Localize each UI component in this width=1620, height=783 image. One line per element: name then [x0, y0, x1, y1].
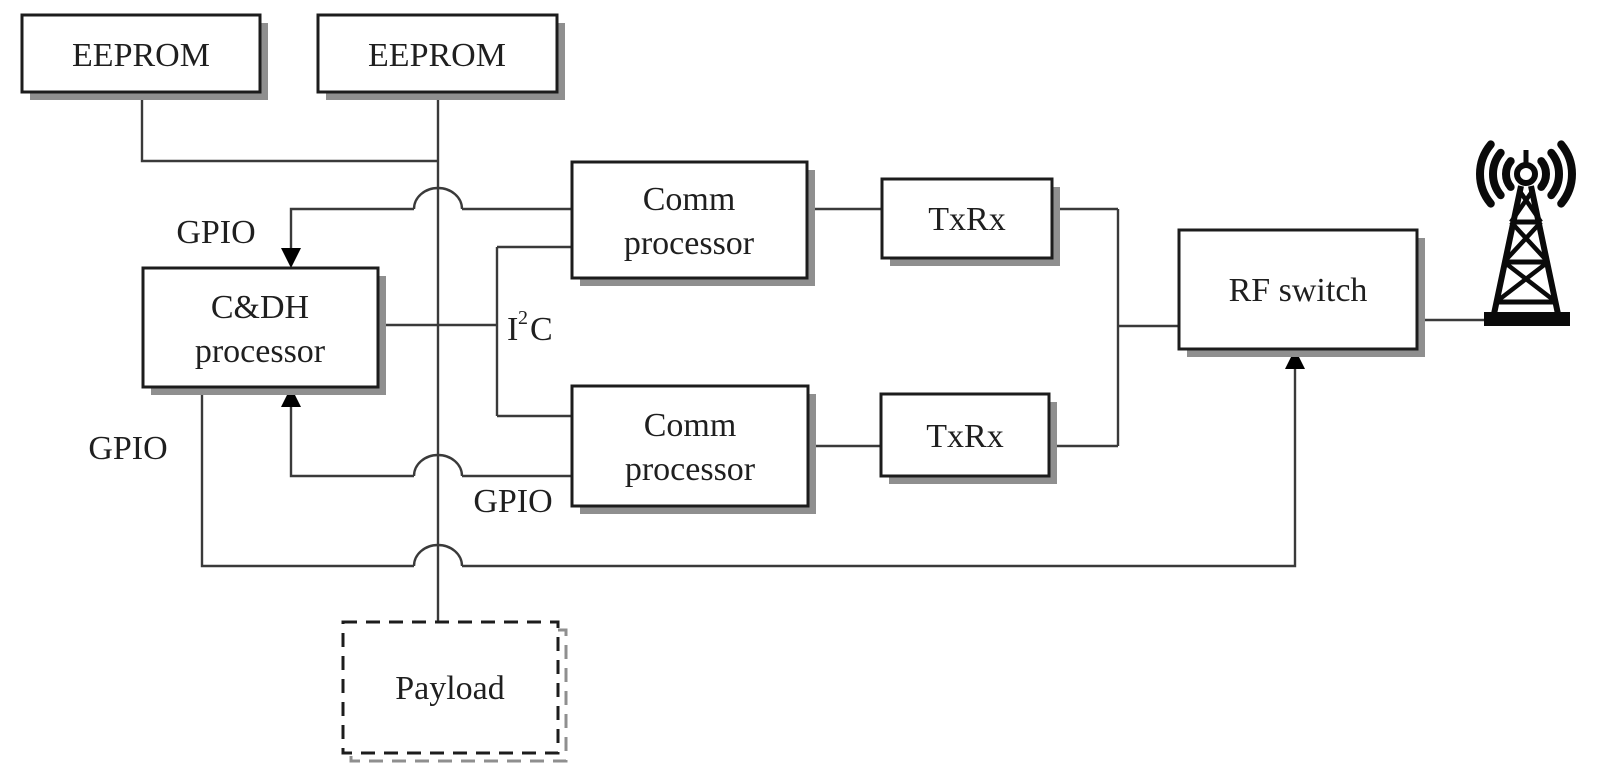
- node-comm-processor-1: Comm processor: [570, 160, 815, 286]
- rf-switch-label: RF switch: [1229, 272, 1368, 309]
- txrx-2-box: [879, 392, 1051, 478]
- comm-1-label-line2: processor: [624, 225, 755, 262]
- arrow-into-rfswitch-bottom: [1285, 349, 1305, 369]
- wire-i2c-cdh-to-bracket: [378, 245, 572, 418]
- node-cdh-processor: C&DH processor: [141, 266, 386, 395]
- txrx-1-label: TxRx: [928, 201, 1005, 238]
- antenna-tower-rungs: [1496, 219, 1556, 305]
- node-payload: Payload: [341, 620, 568, 763]
- antenna-base: [1484, 312, 1570, 326]
- node-comm-processor-2: Comm processor: [570, 384, 816, 514]
- node-rf-switch: RF switch: [1177, 228, 1425, 357]
- comm-2-box: [570, 384, 810, 508]
- payload-label: Payload: [395, 670, 505, 707]
- antenna-waves-left-icon: [1476, 140, 1515, 208]
- wire-eeprom1-to-trunk: [140, 93, 438, 163]
- arrow-into-cdh-bottom: [281, 387, 301, 407]
- txrx-1-box: [880, 177, 1054, 260]
- node-eeprom-1: EEPROM: [20, 13, 268, 100]
- payload-box: [341, 620, 560, 755]
- antenna-tower-legs: [1491, 185, 1561, 315]
- eeprom-2-label: EEPROM: [368, 37, 506, 74]
- gpio-label-top: GPIO: [176, 214, 255, 251]
- wire-gpio-comm1-to-cdh: [289, 186, 572, 251]
- antenna-head: [1514, 162, 1538, 186]
- wires: [140, 93, 1489, 621]
- i2c-label-base: I: [507, 311, 518, 348]
- comm-1-box: [570, 160, 809, 280]
- arrow-into-cdh-top: [281, 248, 301, 268]
- rf-switch-box: [1177, 228, 1419, 351]
- antenna-waves-right-icon: [1537, 140, 1576, 208]
- comm-2-label-line2: processor: [625, 451, 756, 488]
- node-txrx-1: TxRx: [880, 177, 1060, 266]
- gpio-label-left: GPIO: [88, 430, 167, 467]
- comm-1-label-line1: Comm: [643, 181, 736, 218]
- txrx-2-label: TxRx: [926, 418, 1003, 455]
- wire-gpio-comm2-to-cdh: [289, 403, 572, 478]
- gpio-label-middle: GPIO: [473, 483, 552, 520]
- node-txrx-2: TxRx: [879, 392, 1057, 484]
- antenna-icon: [1476, 140, 1576, 326]
- node-eeprom-2: EEPROM: [316, 13, 565, 100]
- i2c-label-tail: C: [530, 311, 553, 348]
- wire-combiner-to-rfswitch: [1116, 209, 1179, 446]
- i2c-label: I 2 C: [507, 307, 553, 348]
- eeprom-2-box: [316, 13, 559, 94]
- cdh-box: [141, 266, 380, 389]
- eeprom-1-label: EEPROM: [72, 37, 210, 74]
- i2c-label-superscript: 2: [518, 307, 528, 329]
- antenna-tower-braces: [1494, 188, 1558, 304]
- wire-gpio-cdh-to-rfswitch: [200, 366, 1297, 568]
- cdh-label-line1: C&DH: [211, 289, 309, 326]
- comm-2-label-line1: Comm: [644, 407, 737, 444]
- cdh-label-line2: processor: [195, 333, 326, 370]
- eeprom-1-box: [20, 13, 262, 94]
